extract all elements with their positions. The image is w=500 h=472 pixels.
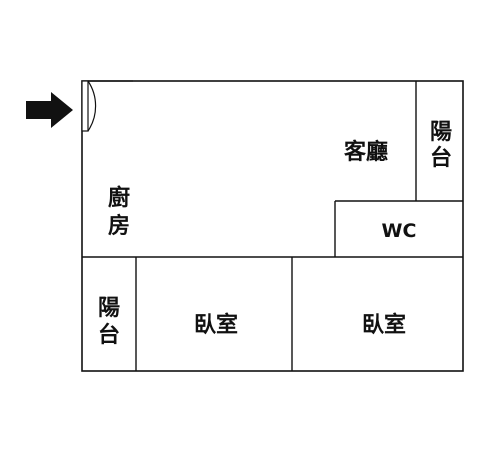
room-label-bedroom-2: 臥室: [362, 312, 406, 338]
room-label-balcony-right-1: 陽: [430, 120, 452, 145]
entrance-door: [81, 80, 133, 132]
room-label-kitchen-1: 廚: [108, 185, 130, 211]
arrow-right-icon: [26, 92, 73, 128]
room-label-balcony-left-2: 台: [98, 322, 120, 348]
room-label-wc: WC: [382, 220, 417, 242]
room-label-bedroom-1: 臥室: [194, 312, 238, 338]
room-label-living: 客廳: [344, 139, 388, 165]
room-label-kitchen-2: 房: [108, 213, 130, 239]
room-label-balcony-right-2: 台: [430, 145, 452, 171]
room-label-balcony-left-1: 陽: [98, 296, 120, 321]
outer-wall: [81, 80, 464, 372]
